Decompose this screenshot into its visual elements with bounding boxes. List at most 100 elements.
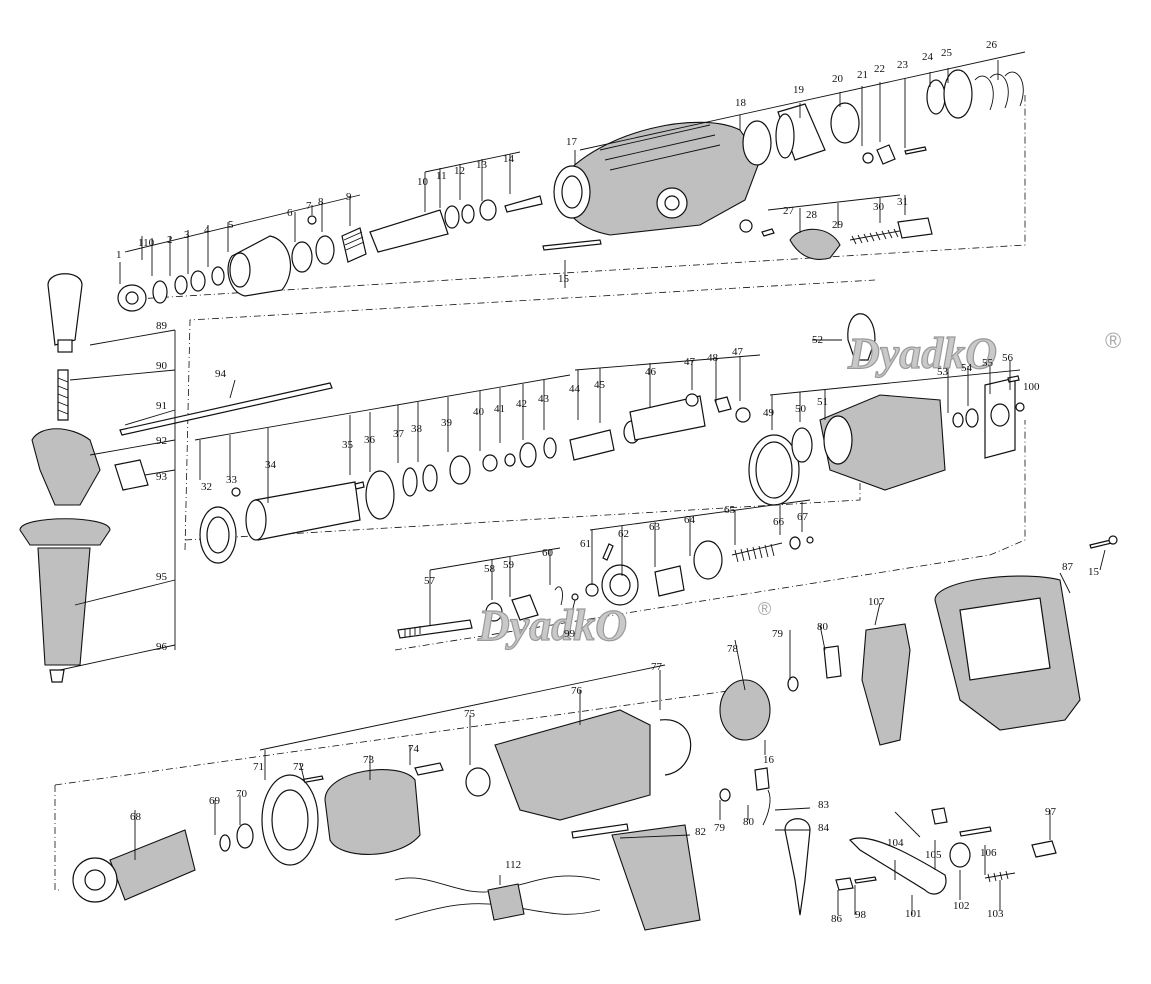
- callout-label-39: 39: [441, 417, 453, 429]
- callout-label-89: 89: [156, 320, 168, 332]
- callout-label-102: 102: [953, 900, 970, 912]
- callout-label-33: 33: [226, 474, 238, 486]
- callout-label-55: 55: [982, 357, 994, 369]
- callout-label-23: 23: [897, 59, 909, 71]
- callout-label-95: 95: [156, 571, 168, 583]
- callout-label-8: 8: [318, 196, 324, 208]
- callout-label-54: 54: [961, 362, 973, 374]
- callout-label-71: 71: [253, 761, 264, 773]
- callout-label-6: 6: [287, 207, 293, 219]
- callout-label-46: 46: [645, 366, 657, 378]
- leader-lines: [59, 51, 1106, 915]
- callout-label-73: 73: [363, 754, 375, 766]
- watermark-top: DyadkO ®: [846, 328, 1121, 379]
- callout-label-70: 70: [236, 788, 248, 800]
- callout-label-107: 107: [868, 596, 885, 608]
- callout-label-63: 63: [649, 521, 661, 533]
- callout-label-87: 87: [1062, 561, 1074, 573]
- callout-label-42: 42: [516, 398, 527, 410]
- callout-label-35: 35: [342, 439, 354, 451]
- callout-label-65: 65: [724, 504, 736, 516]
- callout-label-16: 16: [763, 754, 775, 766]
- callout-label-80a: 80: [817, 621, 829, 633]
- callout-label-101: 101: [905, 908, 922, 920]
- callout-label-28: 28: [806, 209, 818, 221]
- callout-label-75: 75: [464, 708, 476, 720]
- callout-label-5: 5: [228, 219, 234, 231]
- callout-label-48: 48: [707, 352, 719, 364]
- callout-label-30: 30: [873, 201, 885, 213]
- callout-label-103: 103: [987, 908, 1004, 920]
- callout-label-76: 76: [571, 685, 583, 697]
- callout-label-84: 84: [818, 822, 830, 834]
- callout-label-105: 105: [925, 849, 942, 861]
- callout-label-68: 68: [130, 811, 142, 823]
- callout-label-98: 98: [855, 909, 867, 921]
- callout-label-40: 40: [473, 406, 485, 418]
- callout-label-38: 38: [411, 423, 423, 435]
- callout-label-100: 100: [1023, 381, 1040, 393]
- callout-label-59: 59: [503, 559, 515, 571]
- callout-label-66: 66: [773, 516, 785, 528]
- callout-label-25: 25: [941, 47, 953, 59]
- callout-label-1: 1: [116, 249, 122, 261]
- watermark-text-top: DyadkO: [847, 329, 997, 378]
- callout-label-112: 112: [505, 859, 521, 871]
- callout-label-56: 56: [1002, 352, 1014, 364]
- callout-label-80b: 80: [743, 816, 755, 828]
- callout-label-53: 53: [937, 366, 949, 378]
- callout-label-27: 27: [783, 205, 795, 217]
- callout-label-96: 96: [156, 641, 168, 653]
- callout-label-47b: 47: [732, 346, 744, 358]
- callout-label-22: 22: [874, 63, 885, 75]
- callout-label-24: 24: [922, 51, 934, 63]
- callout-label-106: 106: [980, 847, 997, 859]
- callout-label-77: 77: [651, 661, 663, 673]
- callout-label-79a: 79: [772, 628, 784, 640]
- callout-label-86: 86: [831, 913, 843, 925]
- callout-label-12: 12: [454, 165, 465, 177]
- callout-label-17: 17: [566, 136, 578, 148]
- callout-label-58: 58: [484, 563, 496, 575]
- callout-label-26: 26: [986, 39, 998, 51]
- callout-label-82: 82: [695, 826, 706, 838]
- row4-parts: [72, 575, 1081, 931]
- row1-parts: [19, 69, 1024, 683]
- callout-label-4: 4: [204, 224, 210, 236]
- row2-parts: [199, 313, 1025, 564]
- watermark-text-middle: DyadkO: [477, 601, 627, 650]
- callout-label-20: 20: [832, 73, 844, 85]
- row3-parts: [397, 535, 1118, 639]
- callout-label-11: 11: [436, 170, 447, 182]
- callout-label-110: 110: [138, 237, 155, 249]
- callout-label-94: 94: [215, 368, 227, 380]
- callout-label-45: 45: [594, 379, 606, 391]
- callout-label-62: 62: [618, 528, 629, 540]
- callout-label-21: 21: [857, 69, 868, 81]
- callout-label-91: 91: [156, 400, 167, 412]
- callout-label-18: 18: [735, 97, 747, 109]
- callout-label-19: 19: [793, 84, 805, 96]
- callout-label-29: 29: [832, 219, 844, 231]
- callout-label-15a: 15: [558, 273, 570, 285]
- callout-label-74: 74: [408, 743, 420, 755]
- callout-label-36: 36: [364, 434, 376, 446]
- callout-label-14: 14: [503, 153, 515, 165]
- callout-label-67: 67: [797, 511, 809, 523]
- callout-label-93: 93: [156, 471, 168, 483]
- callout-label-64: 64: [684, 514, 696, 526]
- callout-label-79b: 79: [714, 822, 726, 834]
- callout-label-44: 44: [569, 383, 581, 395]
- callout-label-50: 50: [795, 403, 807, 415]
- watermark-registered-top: ®: [1105, 328, 1121, 353]
- callout-label-97: 97: [1045, 806, 1057, 818]
- callout-label-104: 104: [887, 837, 904, 849]
- callout-label-47a: 47: [684, 356, 696, 368]
- callout-label-43: 43: [538, 393, 550, 405]
- callout-label-72: 72: [293, 761, 304, 773]
- callout-label-92: 92: [156, 435, 167, 447]
- callout-label-31: 31: [897, 196, 908, 208]
- callout-label-52: 52: [812, 334, 823, 346]
